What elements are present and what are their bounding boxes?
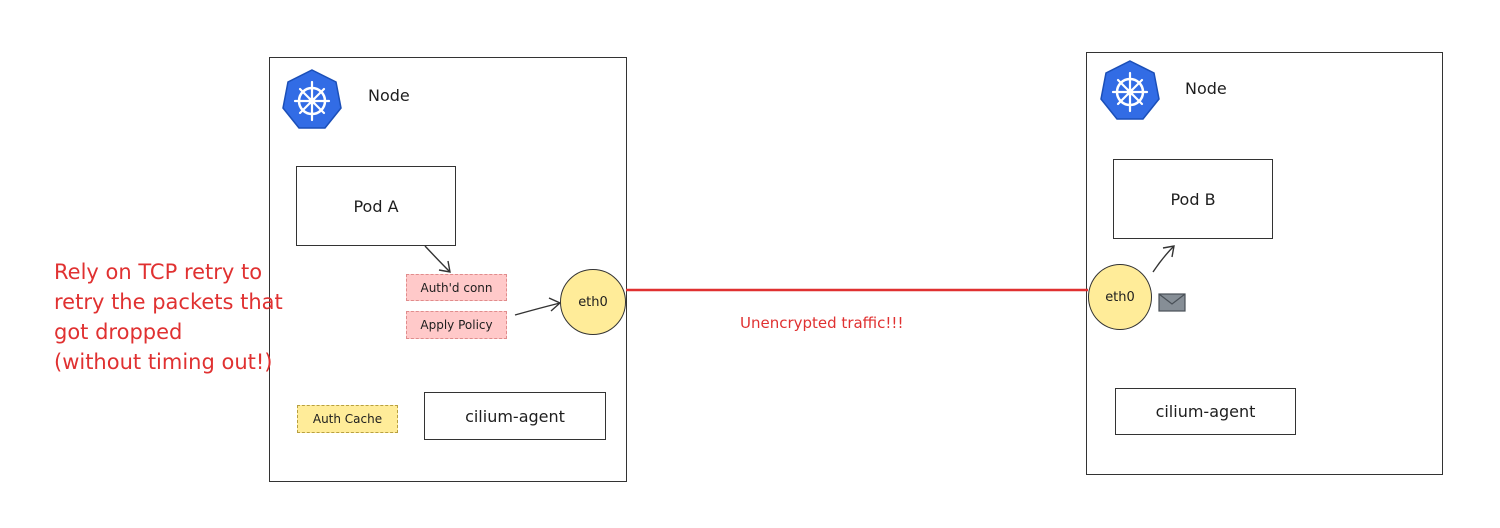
right-node-title: Node [1185, 79, 1227, 98]
auth-cache-box: Auth Cache [297, 405, 398, 433]
pod-b-box: Pod B [1113, 159, 1273, 239]
auth-conn-box: Auth'd conn [406, 274, 507, 301]
right-eth0-circle: eth0 [1088, 264, 1152, 330]
right-cilium-agent-label: cilium-agent [1155, 402, 1256, 421]
traffic-label: Unencrypted traffic!!! [740, 314, 904, 332]
arrow-pod-to-auth [424, 245, 451, 273]
left-eth0-circle: eth0 [560, 269, 626, 335]
envelope-icon [1158, 293, 1186, 312]
annotation-line: Rely on TCP retry to [54, 260, 263, 284]
left-cilium-agent-box: cilium-agent [424, 392, 606, 440]
pod-a-label: Pod A [353, 196, 399, 216]
annotation-line: (without timing out!) [54, 350, 273, 374]
apply-policy-label: Apply Policy [420, 318, 493, 332]
right-cilium-agent-box: cilium-agent [1115, 388, 1296, 435]
kubernetes-icon [281, 68, 343, 130]
auth-conn-label: Auth'd conn [420, 280, 493, 295]
arrow-policy-to-eth [514, 302, 561, 316]
arrow-eth-to-podb [1152, 245, 1175, 273]
pod-b-label: Pod B [1170, 189, 1216, 209]
auth-cache-label: Auth Cache [312, 412, 383, 426]
annotation-line: retry the packets that [54, 290, 283, 314]
tcp-retry-annotation: Rely on TCP retry to retry the packets t… [54, 257, 283, 377]
left-eth0-label: eth0 [578, 294, 608, 310]
right-eth0-label: eth0 [1105, 289, 1135, 305]
apply-policy-box: Apply Policy [406, 311, 507, 339]
kubernetes-icon [1099, 59, 1161, 121]
left-cilium-agent-label: cilium-agent [465, 406, 565, 426]
left-node-title: Node [368, 86, 410, 105]
annotation-line: got dropped [54, 320, 183, 344]
pod-a-box: Pod A [296, 166, 456, 246]
